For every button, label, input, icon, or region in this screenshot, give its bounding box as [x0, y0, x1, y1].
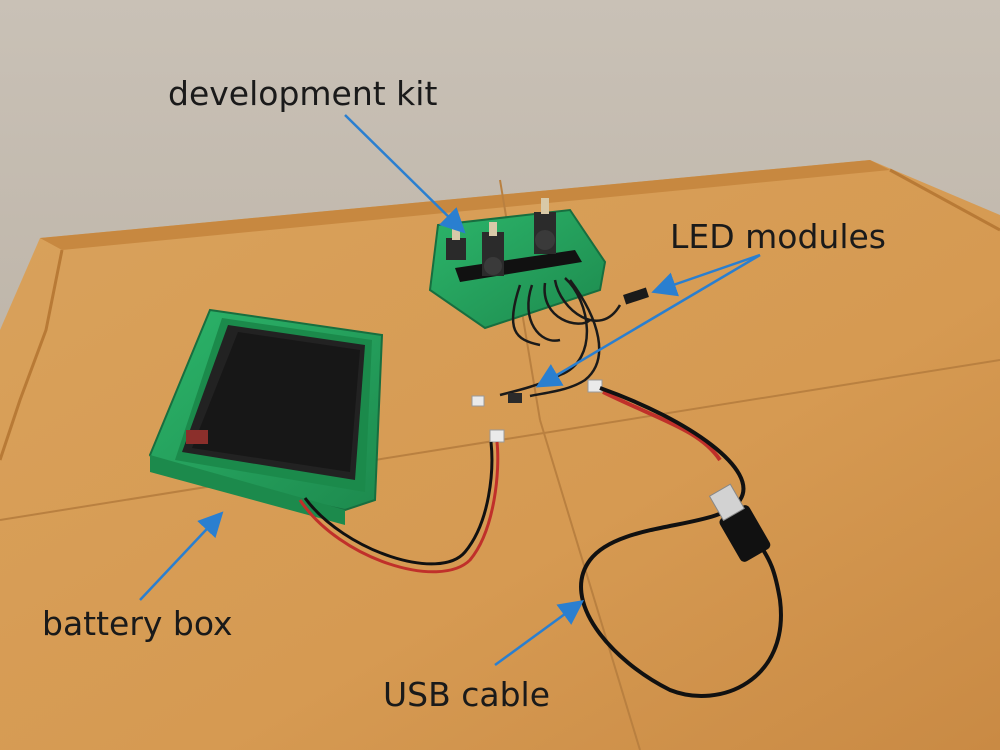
usb-cable	[579, 386, 783, 698]
arrow-battery-box	[139, 511, 224, 601]
label-usb-cable: USB cable	[383, 675, 551, 714]
potentiometer-knobs	[446, 198, 556, 276]
arrow-led-module-2	[535, 253, 761, 388]
tray-right-edge	[889, 168, 1000, 232]
tray-surface	[0, 160, 1000, 750]
tray-seam-vertical	[539, 419, 641, 750]
battery-connector	[489, 429, 505, 443]
arrow-usb-cable	[494, 600, 585, 667]
label-led-modules: LED modules	[670, 217, 886, 256]
arrow-development-kit	[344, 114, 466, 234]
battery-wires	[298, 441, 500, 574]
annotation-arrows	[139, 114, 761, 667]
tray-left-edge	[0, 249, 64, 461]
led-module-wires	[499, 277, 622, 398]
usb-plug-icon	[708, 483, 771, 562]
arrow-led-module-1	[651, 253, 761, 297]
jst-connectors	[471, 379, 603, 443]
label-battery-box: battery box	[42, 604, 233, 643]
label-development-kit: development kit	[168, 74, 438, 113]
tray-rim	[40, 160, 890, 250]
led-module-board	[623, 287, 649, 305]
battery-box	[148, 308, 384, 525]
